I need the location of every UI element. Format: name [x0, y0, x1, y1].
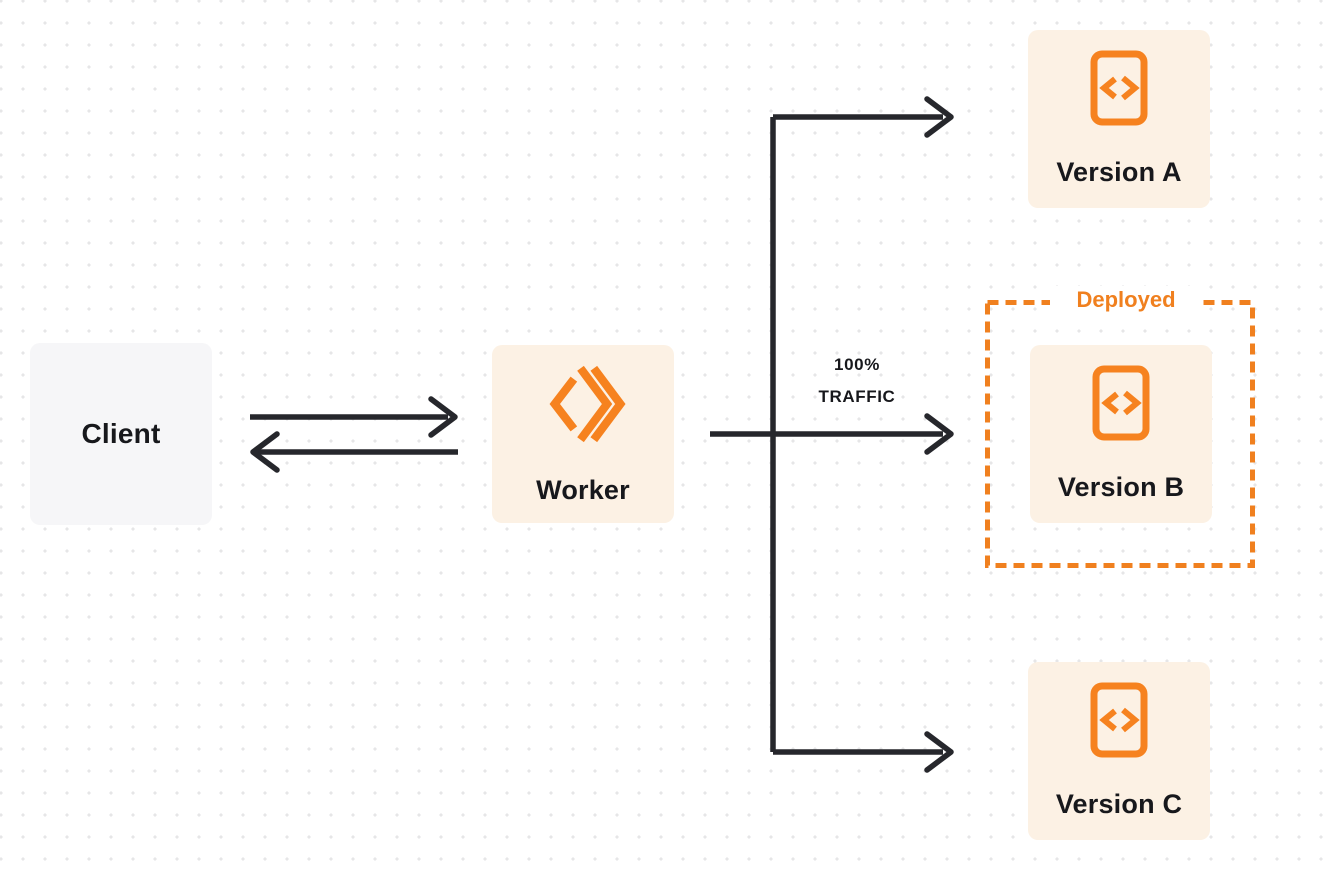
code-document-icon: [1090, 682, 1148, 763]
version-b-node: Version B: [1030, 345, 1212, 523]
version-b-label: Version B: [1057, 472, 1185, 502]
worker-node: Worker: [492, 345, 674, 523]
branch-to-version-a-arrow: [773, 96, 954, 138]
client-label: Client: [81, 418, 161, 449]
version-a-node: Version A: [1028, 30, 1210, 208]
traffic-percent-label: 100%: [834, 355, 880, 374]
version-c-label: Version C: [1055, 789, 1183, 819]
deployed-group-label: Deployed: [1050, 286, 1202, 314]
worker-to-version-b-arrow: [710, 413, 954, 455]
cloudflare-workers-logo-icon: [539, 362, 627, 451]
client-node: Client: [30, 343, 212, 525]
branch-to-version-c-arrow: [773, 731, 954, 773]
version-a-label: Version A: [1056, 157, 1182, 187]
code-document-icon: [1090, 50, 1148, 131]
worker-label: Worker: [536, 475, 630, 505]
traffic-annotation: 100% TRAFFIC: [788, 349, 926, 413]
worker-to-client-arrow: [250, 431, 458, 473]
client-to-worker-arrow: [250, 396, 458, 438]
version-c-node: Version C: [1028, 662, 1210, 840]
code-document-icon: [1092, 365, 1150, 446]
traffic-word-label: TRAFFIC: [818, 387, 896, 406]
